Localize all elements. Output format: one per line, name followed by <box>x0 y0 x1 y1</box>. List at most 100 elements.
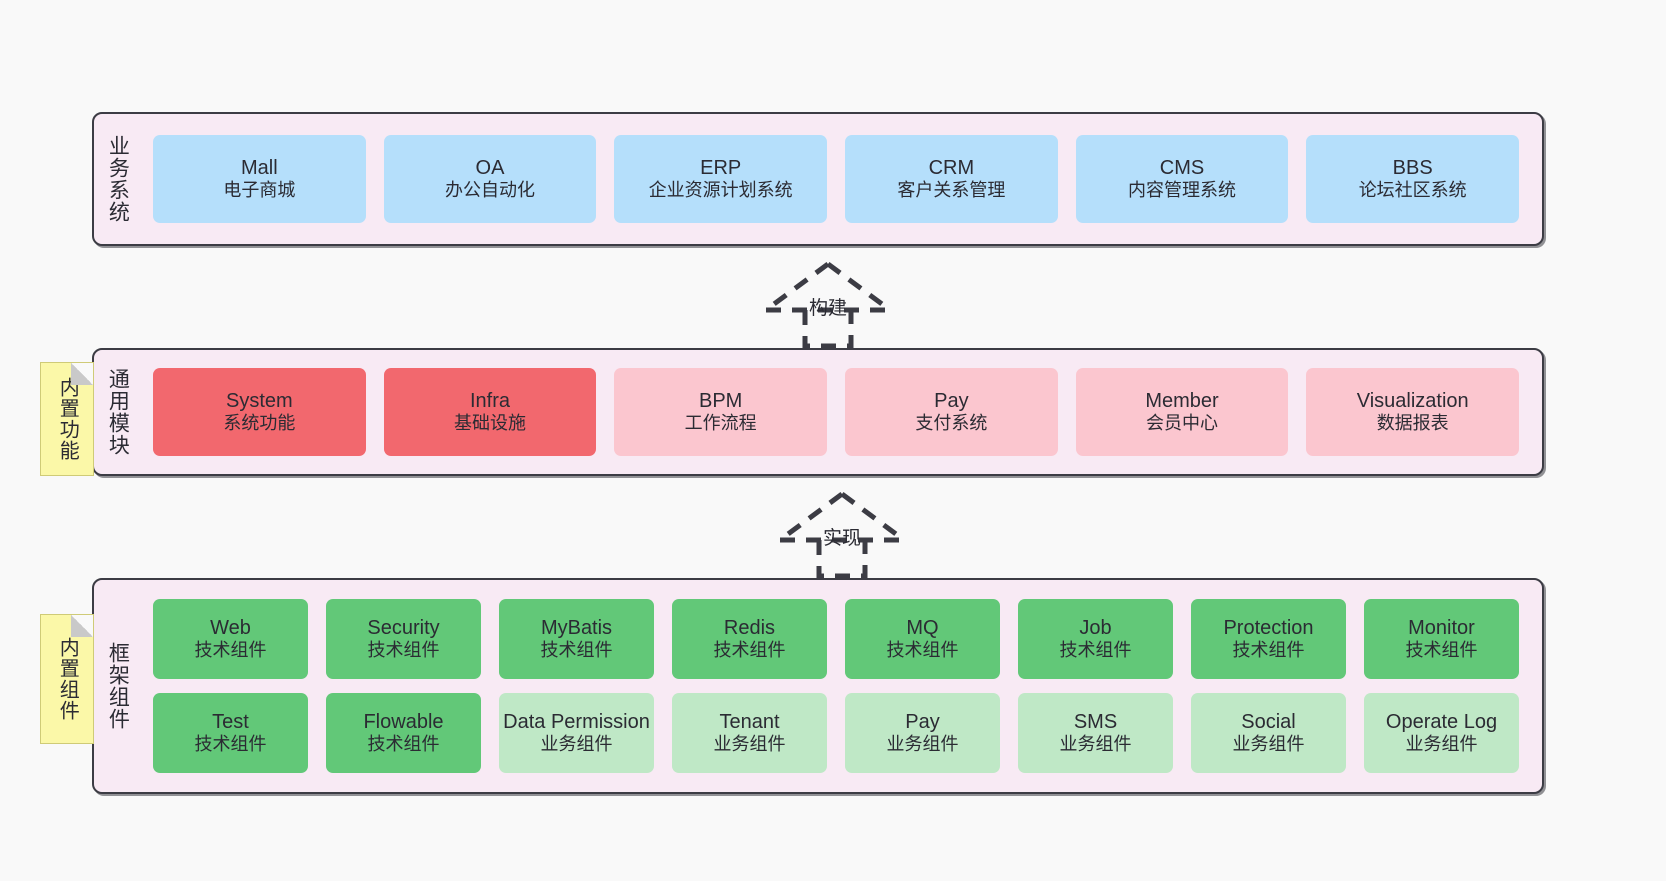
module-card-title: BBS <box>1392 156 1433 179</box>
layer-label-business-systems: 业务系统 <box>106 135 130 223</box>
note-builtin-features-label: 内置功能 <box>56 377 79 461</box>
module-card-subtitle: 技术组件 <box>367 640 440 661</box>
module-card-title: MQ <box>906 616 939 639</box>
module-card-title: Operate Log <box>1385 710 1498 733</box>
module-card-title: CRM <box>928 156 975 179</box>
note-builtin-components: 内置组件 <box>40 614 94 744</box>
layer-label-framework-components: 框架组件 <box>106 642 130 730</box>
connector-build-label: 构建 <box>808 298 848 319</box>
note-builtin-features: 内置功能 <box>40 362 94 476</box>
module-card-subtitle: 业务组件 <box>1059 734 1132 755</box>
module-card-subtitle: 企业资源计划系统 <box>648 180 793 201</box>
module-card-title: SMS <box>1073 710 1118 733</box>
module-card-title: System <box>225 389 293 412</box>
module-card-subtitle: 基础设施 <box>454 413 526 434</box>
module-card-subtitle: 支付系统 <box>915 413 988 434</box>
module-card-subtitle: 技术组件 <box>194 640 267 661</box>
module-card-subtitle: 技术组件 <box>713 640 786 661</box>
module-card-subtitle: 业务组件 <box>1405 734 1478 755</box>
module-card-title: Security <box>367 616 440 639</box>
module-card-title: Web <box>210 616 251 639</box>
module-card-subtitle: 电子商城 <box>223 180 296 201</box>
dashed-generalization-arrow-icon <box>764 261 892 349</box>
module-card-subtitle: 技术组件 <box>886 640 959 661</box>
module-card-title: Member <box>1145 389 1219 412</box>
module-card-subtitle: 论坛社区系统 <box>1358 180 1467 201</box>
module-card-title: Pay <box>905 710 940 733</box>
module-card-title: Flowable <box>363 710 444 733</box>
module-card-title: Mall <box>241 156 278 179</box>
module-card-title: MyBatis <box>540 616 613 639</box>
layer-label-common-modules: 通用模块 <box>106 368 130 456</box>
module-card-title: ERP <box>700 156 742 179</box>
module-card-title: Visualization <box>1356 389 1469 412</box>
module-card-subtitle: 技术组件 <box>367 734 440 755</box>
module-card-subtitle: 业务组件 <box>540 734 613 755</box>
module-card-title: Data Permission <box>503 710 650 733</box>
module-card-subtitle: 技术组件 <box>540 640 613 661</box>
module-card-subtitle: 会员中心 <box>1146 413 1219 434</box>
module-card-title: Redis <box>723 616 776 639</box>
dashed-generalization-arrow-icon <box>778 491 906 579</box>
connector-build: 构建 <box>756 258 900 350</box>
module-card-subtitle: 数据报表 <box>1376 413 1449 434</box>
connector-implement: 实现 <box>770 488 914 580</box>
module-card-title: Protection <box>1223 616 1314 639</box>
module-card-title: Monitor <box>1408 616 1475 639</box>
module-card-subtitle: 办公自动化 <box>445 180 535 201</box>
module-card-subtitle: 内容管理系统 <box>1128 180 1237 201</box>
module-card-subtitle: 技术组件 <box>1232 640 1305 661</box>
module-card-subtitle: 工作流程 <box>684 413 757 434</box>
connector-implement-label: 实现 <box>822 528 862 549</box>
module-card-subtitle: 系统功能 <box>223 413 296 434</box>
module-card-subtitle: 业务组件 <box>1232 734 1305 755</box>
module-card-title: CMS <box>1159 156 1205 179</box>
module-card-title: Infra <box>469 389 511 412</box>
module-card-title: Job <box>1079 616 1112 639</box>
note-builtin-components-label: 内置组件 <box>56 637 79 721</box>
module-card-subtitle: 技术组件 <box>1405 640 1478 661</box>
module-card-title: BPM <box>699 389 743 412</box>
module-card-title: Test <box>212 710 249 733</box>
module-card-title: Pay <box>934 389 969 412</box>
module-card-subtitle: 技术组件 <box>1059 640 1132 661</box>
module-card-subtitle: 业务组件 <box>713 734 786 755</box>
